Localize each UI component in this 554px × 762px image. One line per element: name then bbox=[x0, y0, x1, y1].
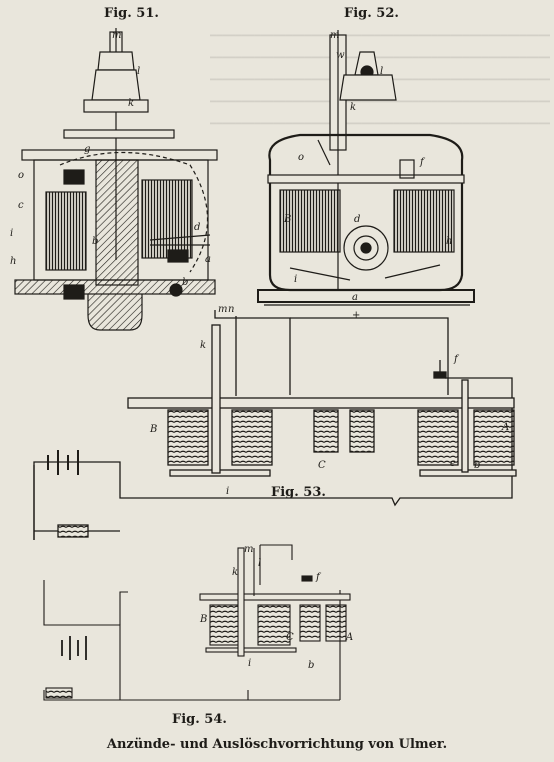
label-C: C bbox=[318, 460, 326, 471]
label-l: l bbox=[137, 66, 140, 77]
label-a: a bbox=[205, 254, 211, 265]
figure-52: m w l k o f B d h i a + bbox=[257, 30, 475, 321]
figure-53-caption: Fig. 53. bbox=[271, 485, 326, 500]
label-c: c bbox=[18, 200, 24, 211]
label-C: C bbox=[286, 632, 294, 643]
label-i: i bbox=[10, 228, 13, 239]
label-g: g bbox=[84, 144, 90, 155]
figure-52-caption: Fig. 52. bbox=[344, 6, 399, 21]
label-f: f bbox=[419, 157, 426, 168]
label-d: d bbox=[194, 222, 200, 233]
label-i: i bbox=[226, 486, 229, 497]
label-B: B bbox=[283, 214, 291, 225]
label-f: f bbox=[315, 572, 322, 583]
label-b: b bbox=[92, 236, 98, 247]
label-plus: + bbox=[352, 310, 360, 321]
label-b2: b bbox=[182, 277, 188, 288]
label-e: e bbox=[450, 458, 456, 469]
label-b: b bbox=[474, 460, 480, 471]
label-m: m bbox=[244, 544, 253, 555]
label-l: l bbox=[380, 66, 383, 77]
label-A: A bbox=[345, 632, 353, 643]
label-m: m bbox=[218, 304, 227, 315]
figure-53: m n k f B C A i e b bbox=[33, 304, 517, 540]
label-i: i bbox=[294, 274, 297, 285]
label-m: m bbox=[112, 30, 121, 41]
label-k: k bbox=[128, 98, 134, 109]
label-w: w bbox=[336, 50, 345, 61]
label-d: d bbox=[354, 214, 360, 225]
main-caption: Anzünde- und Auslöschvorrichtung von Ulm… bbox=[106, 737, 448, 752]
bleed-through-text: ━━━━━━━━━━━━━━━━━━━━━━━━━━━━━━━━━━━━━━━━… bbox=[210, 30, 550, 130]
label-a: a bbox=[352, 292, 358, 303]
figure-54-caption: Fig. 54. bbox=[172, 712, 227, 727]
label-i: i bbox=[248, 658, 251, 669]
label-b: b bbox=[308, 660, 314, 671]
label-o: o bbox=[298, 152, 304, 163]
label-l: l bbox=[258, 558, 261, 569]
label-B: B bbox=[149, 424, 157, 435]
label-A: A bbox=[501, 422, 509, 433]
label-o: o bbox=[18, 170, 24, 181]
label-f: f bbox=[453, 354, 460, 365]
label-h: h bbox=[446, 236, 452, 247]
label-n: n bbox=[228, 304, 234, 315]
label-h: h bbox=[10, 256, 16, 267]
label-m: m bbox=[330, 30, 339, 41]
label-B: B bbox=[199, 614, 207, 625]
label-k: k bbox=[232, 567, 238, 578]
label-k: k bbox=[200, 340, 206, 351]
figure-51: m l k g o c b d a i h b bbox=[10, 28, 218, 331]
label-k: k bbox=[350, 102, 356, 113]
figure-51-caption: Fig. 51. bbox=[104, 6, 159, 21]
figure-54: m l k f B C A i b bbox=[43, 544, 353, 701]
